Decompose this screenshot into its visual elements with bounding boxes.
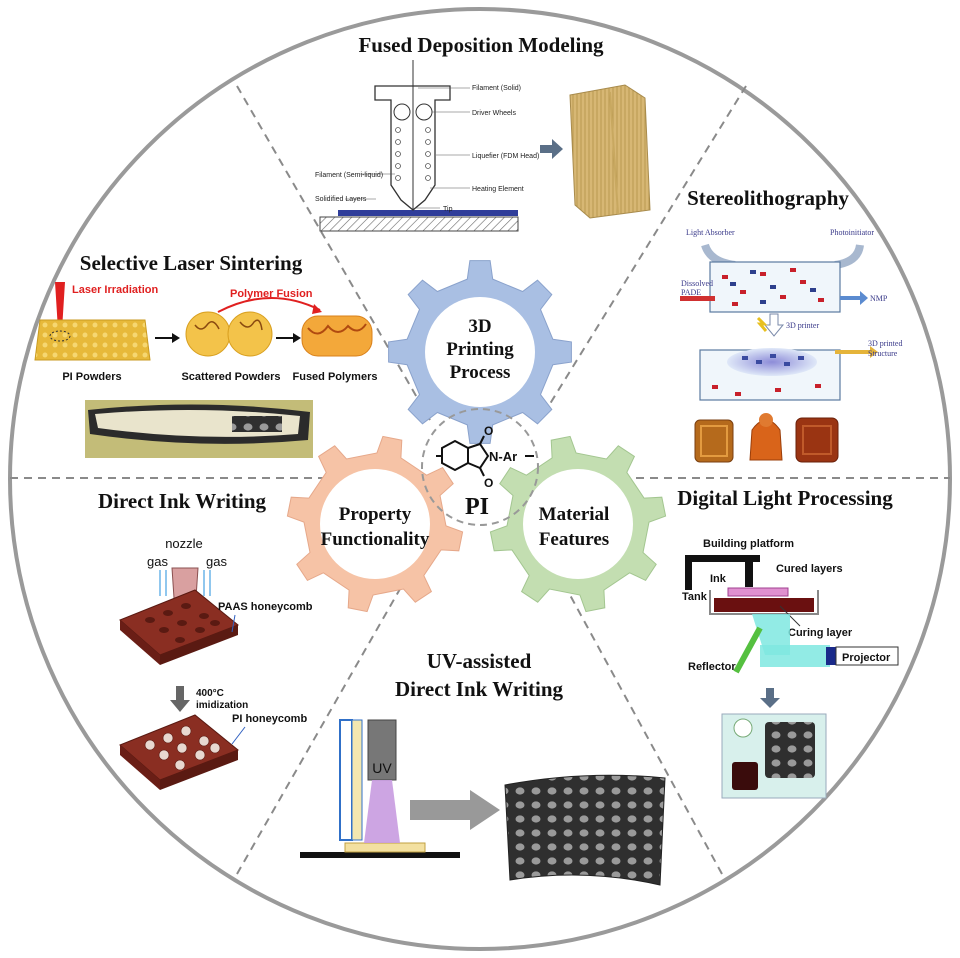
dlp-down-arrow-icon [760, 688, 780, 708]
gear-left-line-2: Functionality [321, 529, 430, 550]
diw-imid-label: imidization [196, 700, 248, 711]
fdm-title: Fused Deposition Modeling [358, 33, 604, 57]
dlp-tank: Tank [682, 591, 708, 603]
diw-title: Direct Ink Writing [98, 489, 267, 513]
dlp-projector: Projector [842, 652, 891, 664]
gear-3d-printing-process: 3D Printing Process [388, 260, 572, 444]
diw-temp-label: 400°C [196, 688, 224, 699]
sls-fusion-label: Polymer Fusion [230, 288, 313, 300]
fdm-label-driver-wheels: Driver Wheels [472, 110, 516, 117]
diw-pi-honeycomb-label: PI honeycomb [232, 713, 307, 725]
fdm-printed-part-photo [569, 84, 651, 219]
fdm-label-filament-solid: Filament (Solid) [472, 85, 521, 92]
gear-top-line-1: 3D [468, 316, 491, 337]
pi-structure [436, 435, 490, 477]
uv-diw-section: UV-assisted Direct Ink Writing UV [300, 649, 666, 886]
uv-lamp-label: UV [372, 760, 392, 776]
sla-structure: Structure [868, 349, 898, 358]
dlp-curing-layer: Curing layer [788, 627, 853, 639]
gear-top-line-3: Process [450, 362, 511, 383]
gear-right-line-2: Features [539, 529, 609, 550]
fdm-label-solidified: Solidified Layers [315, 196, 367, 203]
sls-title: Selective Laser Sintering [80, 251, 303, 275]
diw-gas-left: gas [147, 554, 168, 569]
gear-left-line-1: Property [339, 504, 412, 525]
diw-nozzle-label: nozzle [165, 536, 203, 551]
dlp-projector-box [835, 646, 899, 666]
fdm-label-tip: Tip [443, 206, 453, 213]
sla-pade: PADE [681, 288, 701, 297]
sla-3d-printed: 3D printed [868, 339, 902, 348]
sla-printed-parts-photo [694, 413, 839, 463]
dlp-building-platform: Building platform [703, 538, 794, 550]
uv-diw-title-2: Direct Ink Writing [395, 677, 564, 701]
pi-oxygen-bottom: O [484, 476, 493, 490]
fdm-label-filament-semiliquid: Filament (Semi-liquid) [315, 172, 383, 179]
uv-arrow-icon [410, 790, 500, 830]
fdm-label-heating: Heating Element [472, 186, 524, 193]
pi-label: PI [465, 494, 489, 520]
gear-right-line-1: Material [539, 504, 610, 525]
diw-gas-right: gas [206, 554, 227, 569]
fdm-section: Fused Deposition Modeling Filamen [315, 33, 651, 232]
sls-section: Selective Laser Sintering Laser Irradiat… [34, 251, 378, 458]
dlp-cured-layers: Cured layers [776, 563, 843, 575]
pi-oxygen-top: O [484, 424, 493, 438]
sls-step-pi-powders: PI Powders [62, 371, 121, 383]
gear-material-features: Material Features [489, 435, 667, 613]
fdm-arrow-icon [540, 139, 563, 159]
sls-laser-label: Laser Irradiation [72, 284, 158, 296]
sla-title: Stereolithography [687, 186, 849, 210]
sls-step-fused: Fused Polymers [293, 371, 378, 383]
dlp-title: Digital Light Processing [677, 486, 893, 510]
dlp-reflector: Reflector [688, 661, 736, 673]
pi-na-label: N-Ar [489, 449, 517, 464]
fdm-schematic: Filament (Solid) Driver Wheels Liquefier… [315, 60, 539, 232]
gear-top-line-2: Printing [446, 339, 514, 360]
sla-photoinitiator: Photoinitiator [830, 228, 874, 237]
gear-property-functionality: Property Functionality [286, 435, 464, 613]
sla-3d-printer: 3D printer [786, 321, 819, 330]
diw-section: Direct Ink Writing nozzle gas gas PAAS h… [98, 489, 313, 790]
sls-wing-photo [85, 400, 313, 458]
dlp-ink: Ink [710, 573, 727, 585]
dlp-printed-photo [721, 713, 827, 799]
sla-dissolved: Dissolved [681, 279, 713, 288]
sla-nmp: NMP [870, 294, 888, 303]
uv-diw-title-1: UV-assisted [427, 649, 532, 673]
sla-section: Stereolithography Light Absorber Photoin… [680, 186, 902, 463]
uv-lattice-photo [504, 774, 666, 886]
sla-light-absorber: Light Absorber [686, 228, 735, 237]
dlp-section: Digital Light Processing Building platfo… [677, 486, 899, 799]
fdm-label-liquefier: Liquefier (FDM Head) [472, 153, 539, 160]
sls-step-scattered: Scattered Powders [181, 371, 280, 383]
pi-center: O O N-Ar PI [421, 408, 539, 526]
diw-paas-label: PAAS honeycomb [218, 601, 313, 613]
